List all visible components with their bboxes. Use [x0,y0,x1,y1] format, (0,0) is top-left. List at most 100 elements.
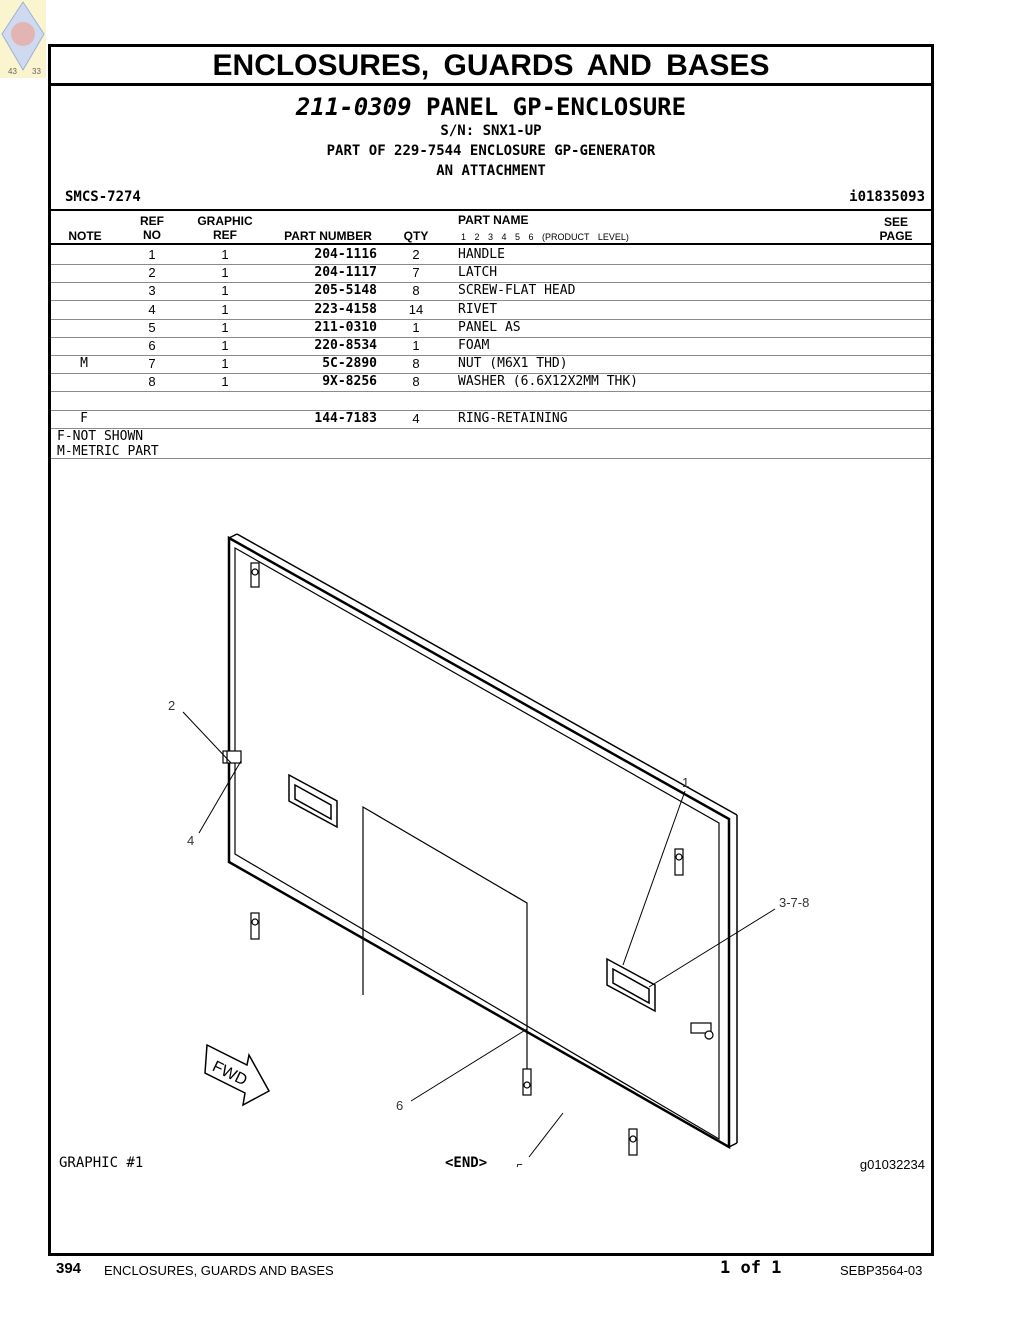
attachment-label: AN ATTACHMENT [436,163,546,179]
cell-part-number: 220-8534 [314,338,377,353]
callout-6: 6 [396,1098,403,1113]
cell-graphic: 1 [221,319,229,335]
footer-section: ENCLOSURES, GUARDS AND BASES [104,1263,334,1278]
cell-part-number: 223-4158 [314,301,377,317]
handle-left [288,773,338,829]
cell-name: NUT (M6X1 THD) [458,356,568,372]
col-graphic-ref-line1: GRAPHIC [197,214,253,228]
panel-drawing: FWD 2 4 1 3-7-8 6 5 [168,533,809,1167]
cell-name: PANEL AS [458,319,521,335]
cell-ref: 7 [148,356,156,372]
cell-qty: 14 [408,301,424,317]
cell-qty: 7 [412,265,420,281]
cell-ref: 5 [148,319,156,335]
cell-ref: 4 [148,301,156,317]
illustration-id: i01835093 [849,189,925,205]
col-product-level: 1 2 3 4 5 6 (PRODUCT LEVEL) [461,232,629,242]
notes-rule [51,458,931,459]
page-number: 394 [56,1260,82,1277]
latch-bottom-mid [522,1068,532,1096]
cell-name: LATCH [458,265,498,281]
end-label: <END> [445,1155,488,1171]
table-top-rule [51,209,931,211]
cell-name: HANDLE [458,247,505,262]
col-qty: QTY [403,229,429,243]
corner-logo: 43 33 [0,0,46,78]
group-name: PANEL GP-ENCLOSURE [425,93,687,121]
table-row: 6 1 220-8534 1 FOAM [51,337,931,356]
cell-graphic: 1 [221,338,229,353]
col-graphic-ref: GRAPHIC REF [187,214,263,242]
col-graphic-ref-line2: REF [213,228,237,242]
smcs-code: SMCS-7274 [65,189,141,205]
cell-qty: 4 [412,410,420,426]
logo-number-right: 33 [32,67,41,76]
cell-name: WASHER (6.6X12X2MM THK) [458,374,639,390]
serial-number: S/N: SNX1-UP [440,123,542,139]
group-title: 211-0309 PANEL GP-ENCLOSURE [51,93,931,121]
cell-ref: 6 [148,338,156,353]
cell-part-number: 204-1116 [314,247,377,262]
col-part-number: PART NUMBER [284,229,372,243]
handle-right [606,957,656,1013]
col-ref-no: REF NO [123,214,181,242]
col-part-name: PART NAME [458,213,529,227]
cell-qty: 8 [412,283,420,299]
cell-ref: 3 [148,283,156,299]
section-title: ENCLOSURES, GUARDS AND BASES [51,47,931,86]
graphic-label: GRAPHIC #1 [59,1155,144,1171]
group-number: 211-0309 [295,93,412,121]
document-number: SEBP3564-03 [840,1263,923,1278]
cell-qty: 1 [412,319,420,335]
table-row: 4 1 223-4158 14 RIVET [51,301,931,320]
fwd-arrow-icon: FWD [204,1043,271,1107]
header-rule [51,243,931,245]
panel-corner-edge [728,1142,738,1148]
panel-top-edge [236,533,738,816]
cell-ref: 2 [148,265,156,281]
cell-part-number: 205-5148 [314,283,377,299]
note-not-shown: F-NOT SHOWN [57,429,144,444]
cell-note: M [80,356,88,372]
cell-name: RIVET [458,301,498,317]
cell-graphic: 1 [221,283,229,299]
cell-ref: 8 [148,374,156,390]
cell-ref: 1 [148,247,156,262]
col-note: NOTE [68,229,102,243]
latch-bottom-left [250,912,260,940]
leader-lines [182,711,776,1158]
callout-1: 1 [682,775,689,790]
col-ref-no-line1: REF [140,214,164,228]
cell-graphic: 1 [221,301,229,317]
page-of: 1 of 1 [720,1258,782,1278]
cell-name: FOAM [458,338,490,353]
page-frame: ENCLOSURES, GUARDS AND BASES 211-0309 PA… [48,44,934,1256]
latch-top-left [250,562,260,588]
cell-graphic: 1 [221,374,229,390]
col-see-page-line1: SEE [883,215,908,229]
cell-part-number: 211-0310 [314,319,377,335]
panel-outline [227,535,731,1150]
panel-depth-edge [228,533,238,539]
callout-3-7-8: 3-7-8 [779,895,809,910]
cell-part-number: 144-7183 [314,410,377,426]
cell-graphic: 1 [221,265,229,281]
col-ref-no-line2: NO [143,228,161,242]
cell-graphic: 1 [221,356,229,372]
table-row [51,392,931,411]
callout-2: 2 [168,698,175,713]
cell-name: SCREW-FLAT HEAD [458,283,576,299]
cell-qty: 1 [412,338,420,353]
logo-number-left: 43 [8,67,17,76]
part-of: PART OF 229-7544 ENCLOSURE GP-GENERATOR [326,143,656,159]
callout-5: 5 [516,1161,523,1167]
latch-bottom-right [628,1128,638,1156]
col-see-page: SEE PAGE [869,215,923,243]
graphic-id: g01032234 [859,1157,925,1172]
cell-part-number: 9X-8256 [322,374,377,390]
